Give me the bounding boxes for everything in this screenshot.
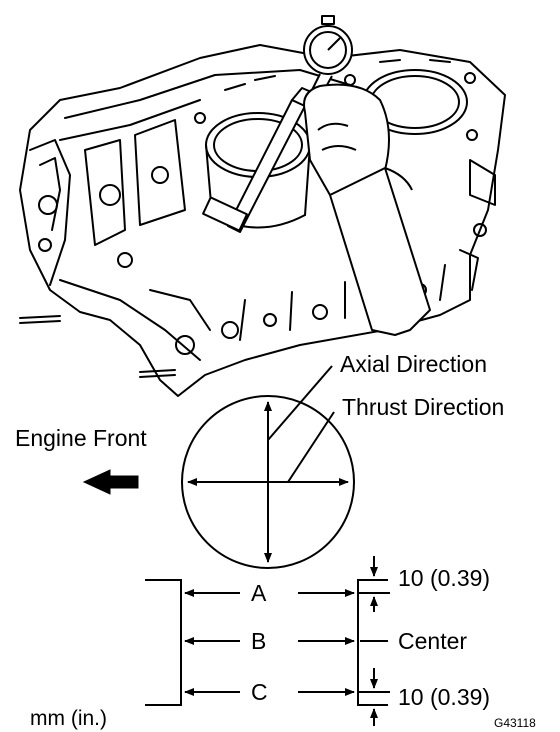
bottom-offset-label: 10 (0.39) xyxy=(398,684,490,710)
engine-front-label: Engine Front xyxy=(15,425,147,451)
measurement-positions-diagram xyxy=(145,556,390,726)
bore-direction-diagram xyxy=(181,365,355,569)
axial-direction-label: Axial Direction xyxy=(340,351,487,377)
point-c-label: C xyxy=(251,679,268,705)
thrust-leader xyxy=(287,411,335,483)
left-bracket xyxy=(145,579,182,706)
point-a-label: A xyxy=(251,580,267,606)
right-bracket xyxy=(357,579,388,706)
figure-code-label: G43118 xyxy=(494,716,536,730)
center-label: Center xyxy=(398,628,467,654)
units-label: mm (in.) xyxy=(30,707,107,730)
axial-leader xyxy=(267,365,333,441)
arrow-left-icon xyxy=(82,469,139,495)
point-b-label: B xyxy=(251,628,266,654)
bore-circle xyxy=(181,395,355,569)
top-offset-label: 10 (0.39) xyxy=(398,565,490,591)
thrust-direction-label: Thrust Direction xyxy=(342,394,504,420)
engine-block-illustration xyxy=(19,44,506,397)
cylinder-bore-gauge xyxy=(202,15,431,336)
